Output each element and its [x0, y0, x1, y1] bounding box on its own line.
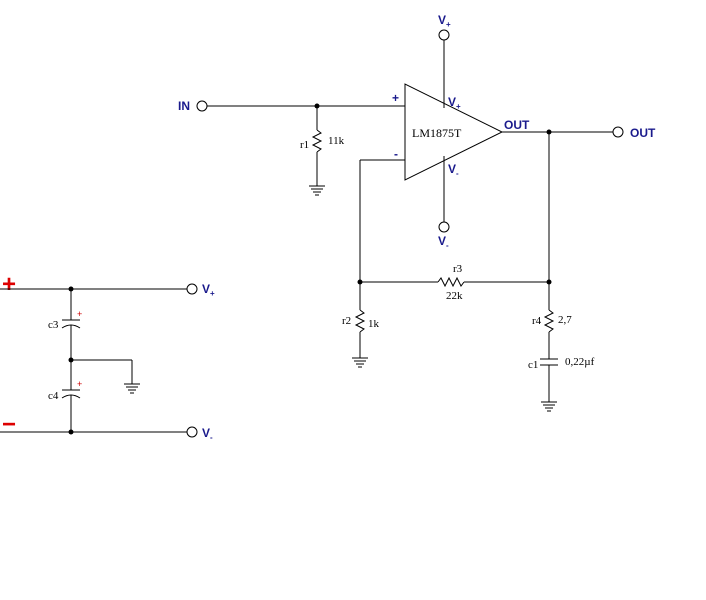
feedback-network: r3 22k r2 1k	[342, 159, 549, 368]
opamp-vplus-supply: V+	[438, 13, 451, 108]
opamp-vminus-pin: V-	[448, 162, 459, 178]
opamp-vminus-supply: V-	[438, 156, 450, 250]
terminal-out[interactable]	[612, 126, 624, 138]
label-out: OUT	[630, 126, 656, 140]
node-supply-minus	[68, 429, 74, 435]
terminal-supply-vplus[interactable]	[186, 283, 198, 295]
node-feedback-right	[546, 279, 552, 285]
label-c1-name: c1	[528, 359, 538, 371]
label-r1-name: r1	[300, 139, 309, 151]
label-vminus-bottom: V-	[438, 234, 449, 250]
label-c4-name: c4	[48, 390, 59, 402]
label-r2-value: 1k	[368, 318, 380, 330]
terminal-in[interactable]	[196, 100, 208, 112]
terminal-supply-vminus[interactable]	[186, 426, 198, 438]
supply-minus-symbol: −	[2, 411, 16, 438]
label-r4-value: 2,7	[558, 314, 572, 326]
resistor-r2	[354, 309, 366, 333]
output-section: OUT r4 2,7 c1 0,22µf	[502, 126, 656, 412]
supply-network: + V+ + c3 + c4 − V-	[0, 271, 215, 442]
capacitor-c4-polarity: +	[77, 379, 82, 389]
ground-icon	[309, 185, 325, 196]
label-in: IN	[178, 99, 190, 113]
ground-icon	[124, 383, 140, 394]
resistor-r4	[543, 309, 555, 333]
capacitor-c3-polarity: +	[77, 309, 82, 319]
label-r3-value: 22k	[446, 290, 463, 302]
resistor-r3	[437, 276, 465, 288]
ground-icon	[352, 357, 368, 368]
label-c3-name: c3	[48, 319, 59, 331]
resistor-r1	[311, 129, 323, 153]
label-vplus-top: V+	[438, 13, 451, 29]
label-r3-name: r3	[453, 263, 463, 275]
opamp-part-label: LM1875T	[412, 126, 462, 140]
label-supply-vplus: V+	[202, 282, 215, 298]
label-r4-name: r4	[532, 315, 542, 327]
opamp-minus-sign: -	[394, 147, 398, 161]
opamp-vplus-pin: V+	[448, 95, 461, 111]
label-r1-value: 11k	[328, 135, 345, 147]
label-c1-value: 0,22µf	[565, 356, 595, 368]
label-r2-name: r2	[342, 315, 351, 327]
terminal-vminus-bottom[interactable]	[438, 221, 450, 233]
opamp-out-pin: OUT	[504, 118, 530, 132]
terminal-vplus-top[interactable]	[438, 29, 450, 41]
ground-icon	[541, 401, 557, 412]
supply-plus-symbol: +	[2, 271, 16, 298]
input-section: IN r1 11k	[178, 99, 405, 196]
opamp-plus-sign: +	[392, 91, 399, 105]
opamp-triangle	[404, 83, 504, 181]
label-supply-vminus: V-	[202, 426, 213, 442]
